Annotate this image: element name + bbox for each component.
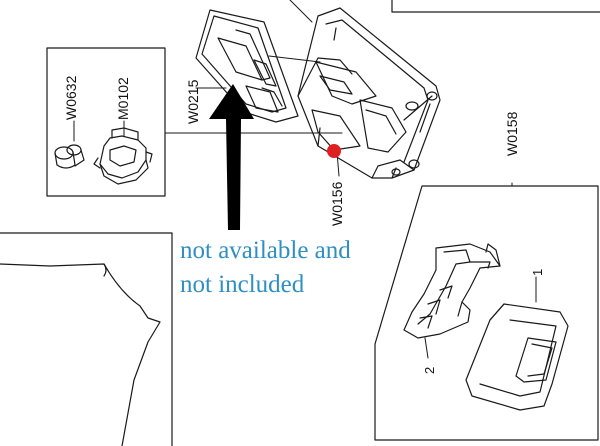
label-w0215: W0215 (185, 79, 201, 124)
leader-lines (73, 0, 537, 359)
label-w0632: W0632 (63, 75, 79, 120)
top-right-detail-box (391, 0, 600, 13)
label-w0158: W0158 (504, 111, 520, 156)
bottom-left-detail-box (0, 232, 173, 446)
availability-note: not available and not included (180, 234, 400, 302)
label-w0156: W0156 (329, 181, 345, 226)
note-line-2: not included (180, 271, 305, 298)
left-detail-box (46, 47, 166, 197)
label-m0102: M0102 (115, 77, 131, 120)
item-2-frame-drawing (403, 243, 501, 339)
w0156-dispenser-drawing (297, 7, 441, 179)
m0102-gear-knob-drawing (93, 127, 153, 185)
label-item-1: 1 (530, 269, 545, 276)
w0215-drawer-front-drawing (195, 9, 299, 123)
right-detail-box (374, 185, 599, 441)
red-dot-marker (327, 144, 341, 158)
note-line-1: not available and (180, 237, 351, 264)
w0632-knob-drawing (54, 144, 85, 169)
black-arrow-icon (209, 84, 254, 230)
label-item-2: 2 (422, 367, 437, 374)
washer-body-outline (0, 263, 161, 446)
item-1-cover-drawing (465, 303, 569, 411)
